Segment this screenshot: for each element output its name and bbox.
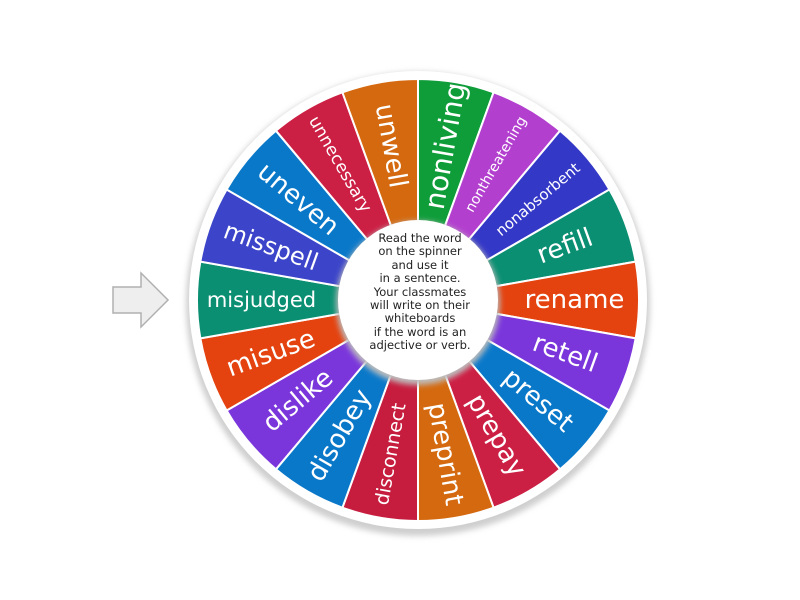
wheel-label-rename: rename: [525, 285, 625, 315]
arrow-right-icon[interactable]: [112, 271, 170, 329]
wheel-label-misjudged: misjudged: [207, 288, 316, 312]
instructions-line: on the spinner: [378, 244, 462, 259]
instructions-line: if the word is an: [373, 324, 467, 339]
instructions-line: and use it: [391, 257, 449, 272]
instructions-line: whiteboards: [384, 311, 456, 326]
instructions-line: Your classmates: [373, 284, 467, 299]
instructions-line: in a sentence.: [379, 271, 461, 286]
instructions-line: adjective or verb.: [369, 338, 471, 353]
pointer-arrow[interactable]: [112, 271, 170, 329]
wheel-hub: [338, 220, 498, 380]
instructions-line: will write on their: [370, 298, 470, 313]
instructions-line: Read the word: [378, 231, 462, 245]
